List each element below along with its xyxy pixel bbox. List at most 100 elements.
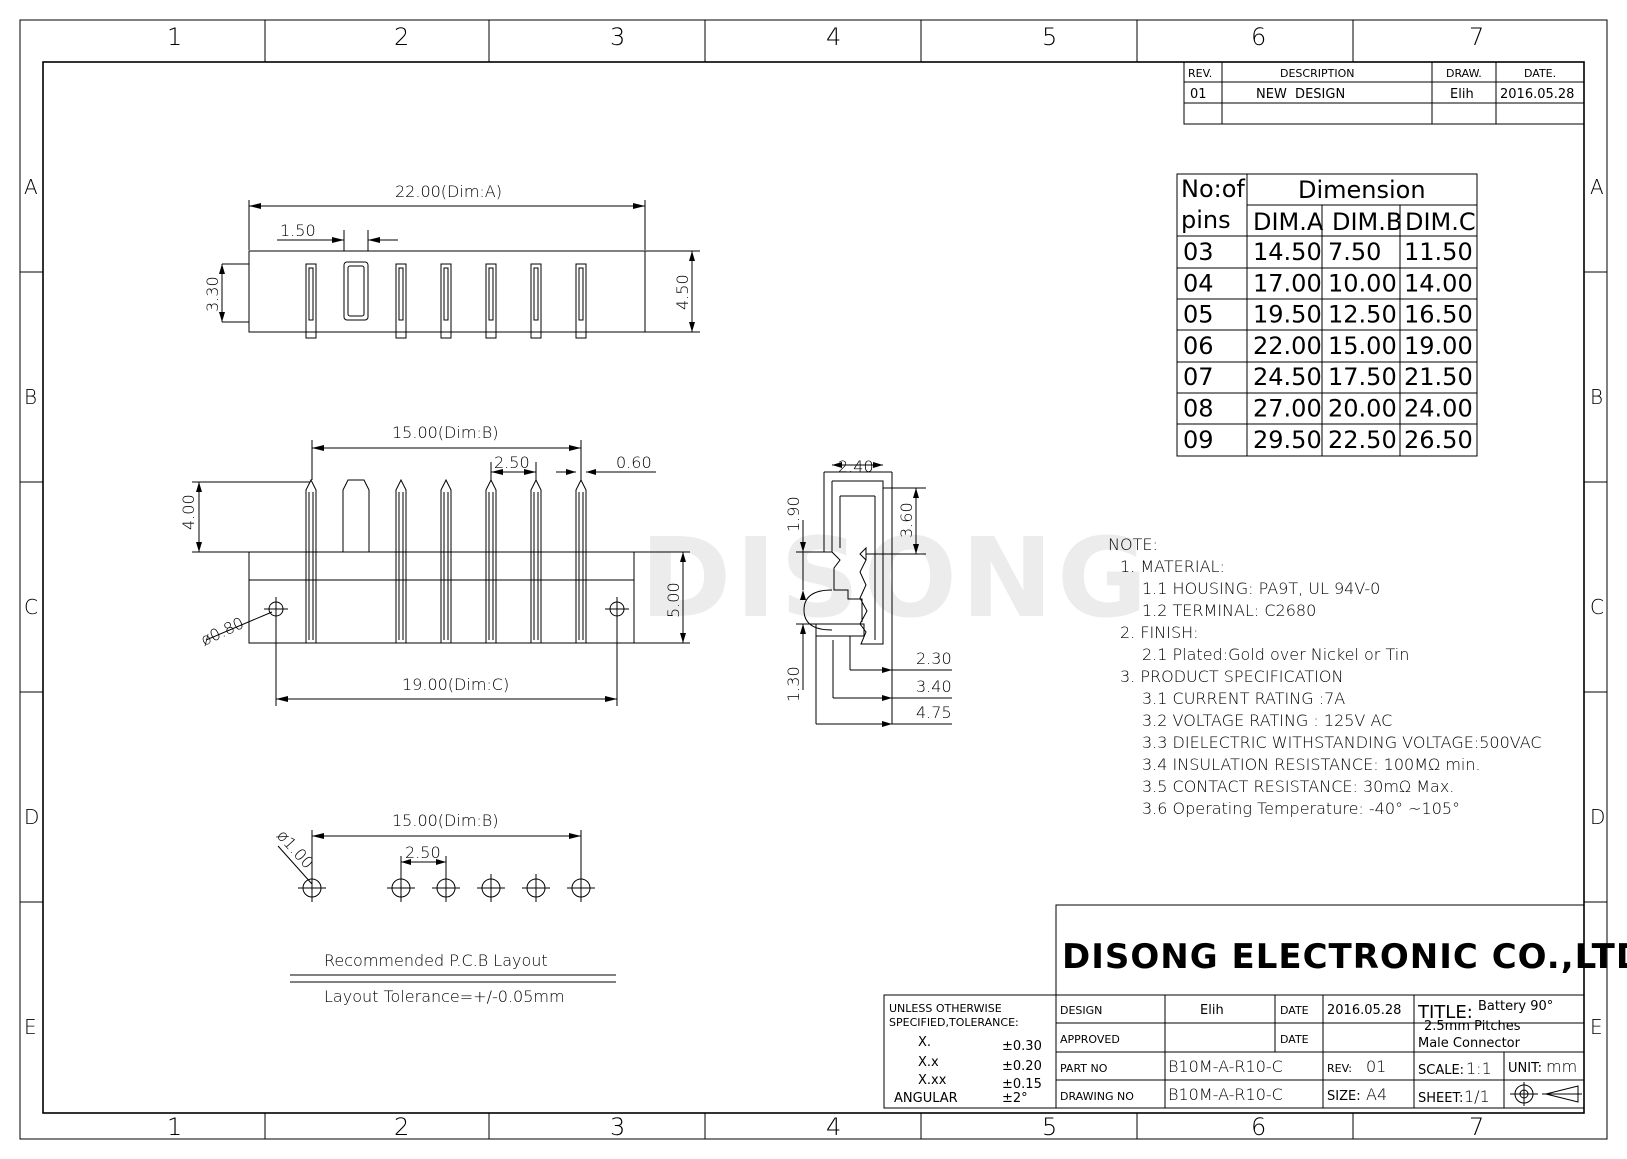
note-line: 2. FINISH: bbox=[1120, 623, 1199, 642]
top-post-inner bbox=[347, 265, 365, 317]
zone-row-left: E bbox=[24, 1015, 37, 1039]
front-body-h-label: 5.00 bbox=[664, 582, 683, 618]
scale-label: SCALE: bbox=[1418, 1063, 1464, 1078]
side-h3-label: 1.30 bbox=[784, 666, 803, 702]
note-line: 1. MATERIAL: bbox=[1120, 557, 1225, 576]
note-line: 1.2 TERMINAL: C2680 bbox=[1142, 601, 1316, 620]
drawing-no-label: DRAWING NO bbox=[1060, 1090, 1134, 1103]
title-line-2: 2.5mm Pitches bbox=[1424, 1019, 1521, 1034]
top-pin-inner bbox=[488, 267, 494, 321]
front-pin bbox=[395, 478, 407, 643]
zone-col-top: 2 bbox=[394, 23, 409, 51]
date-value: 2016.05.28 bbox=[1327, 1003, 1401, 1018]
zone-col-bottom: 1 bbox=[167, 1113, 182, 1141]
title-line-3: Male Connector bbox=[1418, 1036, 1521, 1051]
dim-value-cell: 17.00 bbox=[1253, 269, 1322, 297]
front-view: 15.00(Dim:B) 2.50 0.60 4.00 5.00 ø0.80 1… bbox=[179, 423, 690, 706]
front-pin bbox=[485, 478, 497, 643]
side-d3-label: 4.75 bbox=[916, 703, 952, 722]
dim-value-cell: 19.50 bbox=[1253, 301, 1322, 329]
tol-value: ±0.20 bbox=[1002, 1059, 1042, 1074]
draw-value: Elih bbox=[1450, 87, 1474, 102]
rev-header: REV. bbox=[1188, 67, 1212, 80]
zone-row-right: A bbox=[1590, 175, 1604, 199]
pin-count-cell: 07 bbox=[1183, 363, 1214, 391]
dim-value-cell: 17.50 bbox=[1328, 363, 1397, 391]
zone-col-top: 7 bbox=[1469, 23, 1484, 51]
title-block: DISONG ELECTRONIC CO.,LTD. UNLESS OTHERW… bbox=[883, 904, 1627, 1109]
zone-col-bottom: 4 bbox=[826, 1113, 841, 1141]
tol-value: ±0.15 bbox=[1002, 1077, 1042, 1092]
pcb-b-label: 15.00(Dim:B) bbox=[392, 811, 499, 830]
design-value: Elih bbox=[1200, 1003, 1224, 1018]
zone-labels: 1 2 3 4 5 6 7 1 2 3 4 5 6 7 A B C D E A … bbox=[24, 23, 1605, 1141]
outer-border bbox=[19, 19, 1608, 1140]
pitch-top-label: 1.50 bbox=[280, 221, 316, 240]
title-label: TITLE: bbox=[1417, 1002, 1473, 1023]
zone-col-bottom: 3 bbox=[610, 1113, 625, 1141]
zone-row-right: D bbox=[1590, 805, 1605, 829]
front-pin-h-label: 4.00 bbox=[179, 494, 198, 530]
dim-value-cell: 24.50 bbox=[1253, 363, 1322, 391]
zone-row-left: B bbox=[24, 385, 37, 409]
note-line: 3. PRODUCT SPECIFICATION bbox=[1120, 667, 1343, 686]
sheet-value: 1/1 bbox=[1464, 1087, 1490, 1106]
tol-line-1: UNLESS OTHERWISE bbox=[889, 1002, 1002, 1015]
pin-count-cell: 09 bbox=[1183, 426, 1214, 454]
dim-value-cell: 11.50 bbox=[1404, 238, 1473, 266]
note-line: 3.5 CONTACT RESISTANCE: 30mΩ Max. bbox=[1142, 777, 1454, 796]
top-pin bbox=[485, 263, 497, 339]
front-pin bbox=[575, 478, 587, 643]
top-view: 22.00(Dim:A) 1.50 3.30 4.50 bbox=[203, 182, 700, 339]
side-d1-label: 2.30 bbox=[916, 649, 952, 668]
top-pin-inner bbox=[578, 267, 584, 321]
dim-a-label: 22.00(Dim:A) bbox=[395, 182, 502, 201]
pin-count-cell: 04 bbox=[1183, 269, 1214, 297]
revision-table: REV. DESCRIPTION DRAW. DATE. 01 NEW DESI… bbox=[1183, 61, 1585, 125]
part-no-value: B10M-A-R10-C bbox=[1168, 1057, 1283, 1076]
zone-row-right: B bbox=[1590, 385, 1603, 409]
dim-value-cell: 27.00 bbox=[1253, 395, 1322, 423]
dimension-header: Dimension bbox=[1298, 176, 1426, 204]
dim-value-cell: 10.00 bbox=[1328, 269, 1397, 297]
rev-value-tb: 01 bbox=[1366, 1057, 1386, 1076]
company-name: DISONG ELECTRONIC CO.,LTD. bbox=[1062, 937, 1627, 977]
pin-count-cell: 05 bbox=[1183, 301, 1214, 329]
rev-label: REV: bbox=[1327, 1062, 1352, 1075]
notes: NOTE: 1. MATERIAL: 1.1 HOUSING: PA9T, UL… bbox=[1108, 535, 1542, 818]
tol-label: X. bbox=[918, 1035, 931, 1050]
top-pin bbox=[305, 263, 317, 339]
zone-row-right: E bbox=[1590, 1015, 1603, 1039]
dim-value-cell: 14.00 bbox=[1404, 269, 1473, 297]
tol-value: ±0.30 bbox=[1002, 1039, 1042, 1054]
note-line: 3.1 CURRENT RATING :7A bbox=[1142, 689, 1345, 708]
description-value: NEW DESIGN bbox=[1256, 87, 1345, 102]
projection-symbol-icon bbox=[1510, 1082, 1582, 1106]
dim-value-cell: 16.50 bbox=[1404, 301, 1473, 329]
col-dim-a: DIM.A bbox=[1253, 208, 1324, 236]
side-h1-label: 1.90 bbox=[784, 496, 803, 532]
top-h1-label: 3.30 bbox=[203, 276, 222, 312]
rev-value: 01 bbox=[1190, 87, 1207, 102]
tol-label: X.x bbox=[918, 1055, 939, 1070]
dim-value-cell: 20.00 bbox=[1328, 395, 1397, 423]
top-pin bbox=[440, 263, 452, 339]
pcb-pitch-label: 2.50 bbox=[405, 843, 441, 862]
unit-value: mm bbox=[1546, 1057, 1577, 1076]
zone-col-top: 6 bbox=[1251, 23, 1266, 51]
notes-heading: NOTE: bbox=[1108, 535, 1158, 554]
drawing-no-value: B10M-A-R10-C bbox=[1168, 1085, 1283, 1104]
dim-value-cell: 22.50 bbox=[1328, 426, 1397, 454]
side-pin bbox=[815, 623, 865, 637]
zone-row-right: C bbox=[1590, 595, 1604, 619]
tol-label: X.xx bbox=[918, 1073, 947, 1088]
inner-border bbox=[42, 61, 1585, 1114]
pcb-layout-view: 15.00(Dim:B) 2.50 ø1.00 Recommended P.C.… bbox=[273, 811, 616, 1006]
draw-header: DRAW. bbox=[1446, 67, 1482, 80]
front-pin-label: 0.60 bbox=[616, 453, 652, 472]
front-b-label: 15.00(Dim:B) bbox=[392, 423, 499, 442]
col-dim-c: DIM.C bbox=[1405, 208, 1476, 236]
pcb-tolerance: Layout Tolerance=+/-0.05mm bbox=[324, 987, 565, 1006]
watermark: DISONG bbox=[640, 514, 1151, 642]
